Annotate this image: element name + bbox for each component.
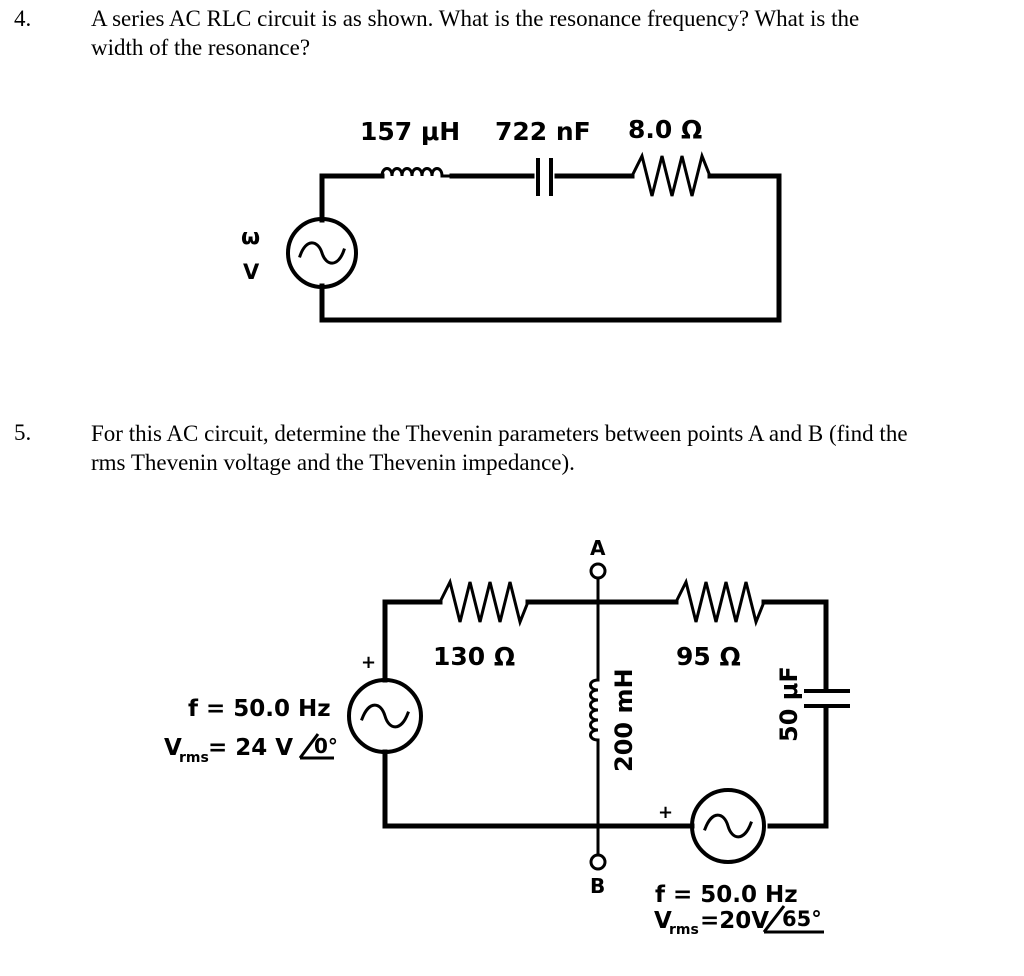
circuit-1-resistor-label: 8.0 Ω — [628, 115, 702, 144]
resistor-95-label: 95 Ω — [676, 642, 741, 671]
circuit-2-resistor-130 — [437, 577, 530, 627]
circuit-1-wire-right — [319, 173, 782, 323]
source-2-v: V — [654, 908, 672, 934]
source-1-plus-sign: + — [361, 652, 376, 673]
circuit-1-v-label: V — [243, 260, 260, 284]
source-1-frequency: f = 50.0 Hz — [188, 696, 331, 722]
circuit-2-wire-right-lower — [767, 706, 829, 829]
circuit-1-resistor — [629, 151, 712, 197]
circuit-1-source-tilde-icon — [298, 241, 346, 265]
circuit-1-capacitor — [536, 158, 553, 196]
node-a-terminal[interactable] — [589, 562, 607, 580]
source-1-v: V — [164, 735, 182, 761]
circuit-2 — [347, 576, 850, 864]
source-2-plus-sign: + — [658, 802, 673, 823]
source-2-angle-icon — [762, 905, 824, 934]
source-1-rms-subscript: rms — [179, 750, 209, 766]
problem-4-number: 4. — [14, 6, 32, 31]
circuit-2-wire-left — [382, 599, 443, 683]
source-2-phase: 65° — [782, 907, 822, 931]
circuit-1-wire-left-top — [319, 173, 385, 223]
problem-5-text-line-1: For this AC circuit, determine the Theve… — [91, 421, 908, 446]
circuit-2-source-1-tilde-icon — [360, 703, 410, 729]
node-b-label: B — [590, 874, 605, 898]
inductor-200mh-label: 200 mH — [610, 668, 638, 772]
circuit-2-source-2-tilde-icon — [703, 813, 753, 839]
capacitor-50uf-label: 50 μF — [775, 666, 803, 742]
problem-5-number: 5. — [14, 420, 32, 445]
source-1-angle-icon — [298, 733, 334, 760]
resistor-130-label: 130 Ω — [433, 642, 515, 671]
problem-4-text-line-1: A series AC RLC circuit is as shown. Wha… — [91, 6, 860, 31]
circuit-2-wire-bottom — [382, 749, 695, 829]
circuit-1 — [286, 151, 782, 323]
problem-4-text-line-2: width of the resonance? — [91, 35, 311, 60]
source-2-frequency: f = 50.0 Hz — [655, 882, 798, 908]
source-2-rms-subscript: rms — [669, 922, 699, 938]
source-1-phase: 0° — [314, 734, 338, 758]
circuit-1-ac-source — [286, 217, 358, 289]
problem-5-text-line-2: rms Thevenin voltage and the Thevenin im… — [91, 450, 575, 475]
circuit-1-omega-label: ω — [241, 225, 260, 250]
node-b-terminal[interactable] — [589, 853, 607, 871]
circuit-2-wire-right — [761, 599, 829, 691]
node-a-label: A — [590, 536, 606, 560]
circuit-1-capacitor-label: 722 nF — [495, 117, 591, 146]
circuit-1-inductor — [380, 167, 454, 178]
source-2-equals-value: =20V — [700, 908, 769, 934]
circuit-2-capacitor — [804, 689, 850, 708]
source-1-equals-value: = 24 V — [208, 735, 293, 761]
circuit-2-source-1 — [347, 678, 423, 754]
circuit-2-inductor — [589, 678, 600, 742]
circuit-1-inductor-label: 157 μH — [360, 117, 460, 146]
circuit-2-resistor-95 — [673, 577, 766, 627]
